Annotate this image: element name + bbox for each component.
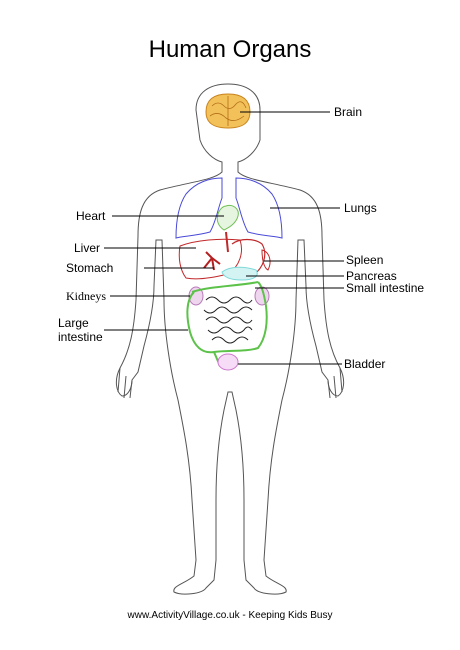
footer-credit: www.ActivityVillage.co.uk - Keeping Kids… <box>127 610 333 621</box>
page-title: Human Organs <box>148 36 312 63</box>
body-outline <box>115 83 345 595</box>
brain-organ <box>205 93 251 129</box>
lungs-label: Lungs <box>344 201 377 215</box>
bladder-organ <box>217 353 239 371</box>
pancreas-organ <box>221 266 258 281</box>
lungs-organ <box>175 177 283 239</box>
large-intestine-label-line2: intestine <box>58 330 103 344</box>
small-intestine-label: Small intestine <box>346 281 425 295</box>
bladder-label: Bladder <box>344 357 386 371</box>
large-intestine-label-line1: Large <box>58 316 89 330</box>
kidneys-label: Kidneys <box>66 289 106 303</box>
spleen-label: Spleen <box>346 253 384 267</box>
pancreas-label: Pancreas <box>346 269 397 283</box>
liver-label: Liver <box>74 241 101 255</box>
heart-label: Heart <box>76 209 106 223</box>
blood-vessels <box>203 251 221 271</box>
spleen-organ <box>261 249 271 271</box>
small-intestine-organ <box>203 296 253 344</box>
leader-lines <box>104 111 344 365</box>
stomach-label: Stomach <box>66 261 114 275</box>
heart-organ <box>216 205 239 231</box>
brain-label: Brain <box>334 105 363 119</box>
